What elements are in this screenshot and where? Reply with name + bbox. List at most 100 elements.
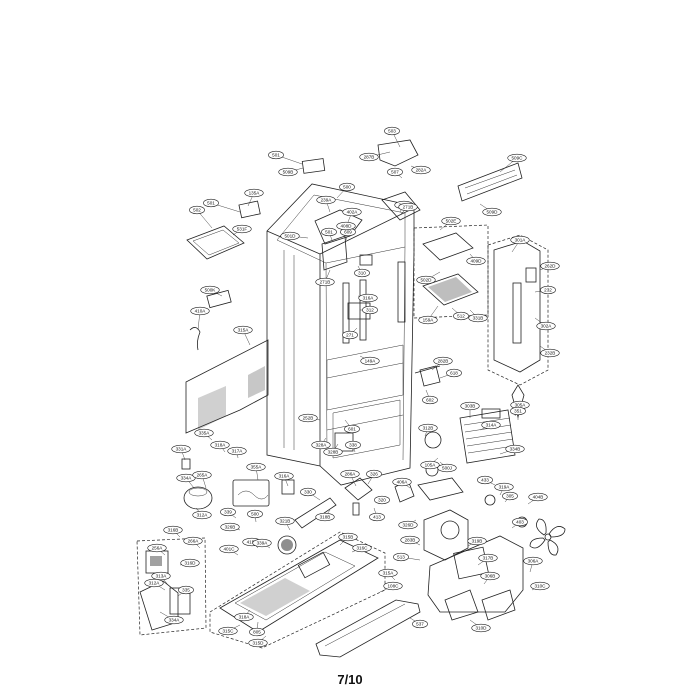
callout-label: 316A — [279, 474, 291, 479]
callout-label: 256A — [152, 546, 164, 551]
callout-label: 315C — [223, 629, 235, 634]
callout-label: 315B — [343, 535, 354, 540]
callout-bubble — [383, 581, 403, 591]
callout-bubble — [246, 462, 266, 472]
callout-331a: 331A — [171, 444, 191, 454]
callout-bubble — [523, 556, 543, 566]
callout-label: 271 — [346, 333, 354, 338]
fan-blade — [529, 518, 566, 556]
callout-bubble — [345, 440, 361, 450]
callout-bubble — [420, 460, 440, 470]
callout-bubble — [540, 261, 560, 271]
callout-283b: 283B — [400, 535, 420, 545]
callout-label: 334A — [181, 476, 193, 481]
callout-bubble — [275, 516, 295, 526]
callout-282a: 282A — [411, 165, 431, 175]
callout-bubble — [510, 235, 530, 245]
callout-805: 805 — [249, 627, 265, 637]
callout-label: 318A — [239, 615, 251, 620]
callout-bubble — [418, 315, 438, 325]
callout-bubble — [422, 395, 438, 405]
callout-305: 305 — [502, 491, 518, 501]
callout-label: 513 — [397, 555, 405, 560]
callout-409d: 409D — [466, 256, 486, 266]
callout-bubble — [507, 153, 527, 163]
callout-315a: 315A — [378, 568, 398, 578]
callout-label: 306B — [485, 574, 496, 579]
callout-500j: 500J — [437, 463, 457, 473]
callout-271b: 271B — [315, 277, 335, 287]
fan-assembly — [423, 509, 566, 621]
callout-287b: 287B — [359, 152, 379, 162]
callout-label: 339 — [224, 510, 232, 515]
callout-label: 302A — [541, 324, 553, 329]
callout-326: 326 — [366, 469, 382, 479]
callout-label: 287B — [364, 155, 375, 160]
callout-label: 618 — [450, 371, 458, 376]
callout-262d: 262D — [540, 261, 560, 271]
callout-302a: 302A — [536, 321, 556, 331]
callout-bubble — [234, 612, 254, 622]
callout-label: 501 — [325, 230, 333, 235]
callout-bubble — [244, 188, 264, 198]
callout-label: 271B — [403, 205, 414, 210]
callout-label: 502 — [193, 208, 201, 213]
callout-label: 319A — [499, 485, 511, 490]
callout-label: 318B — [320, 515, 331, 520]
callout-316a: 316A — [358, 293, 378, 303]
callout-label: 503 — [388, 129, 396, 134]
callout-105a: 105A — [420, 460, 440, 470]
callout-328b: 328B — [323, 447, 343, 457]
callout-509b: 509B — [278, 167, 298, 177]
callout-label: 500J — [442, 466, 452, 471]
callout-bubble — [466, 256, 486, 266]
callout-label: 312B — [423, 426, 434, 431]
callout-282b: 282B — [433, 356, 453, 366]
callout-bubble — [412, 619, 428, 629]
callout-318a: 318A — [210, 440, 230, 450]
callout-label: 310C — [535, 584, 547, 589]
callout-bubble — [210, 440, 230, 450]
callout-317a: 317A — [227, 446, 247, 456]
callout-315b: 315B — [338, 532, 358, 542]
callout-313a: 313A — [151, 571, 171, 581]
callout-401c: 401C — [219, 544, 239, 554]
callout-label: 312A — [197, 513, 209, 518]
callout-bubble — [467, 536, 487, 546]
callout-label: 500 — [343, 185, 351, 190]
callout-bubble — [446, 368, 462, 378]
callout-bubble — [163, 525, 183, 535]
callout-label: 313A — [156, 574, 168, 579]
callout-label: 326 — [370, 472, 378, 477]
callout-402a: 402A — [342, 207, 362, 217]
callout-label: 501 — [272, 153, 280, 158]
callout-label: 286A — [345, 472, 357, 477]
callout-label: 403 — [516, 520, 524, 525]
callout-315c: 315C — [218, 626, 238, 636]
callout-312a: 312A — [144, 578, 164, 588]
callout-bubble — [219, 544, 239, 554]
callout-bubble — [400, 535, 420, 545]
callout-label: 328A — [316, 443, 328, 448]
callout-bubble — [494, 482, 514, 492]
callout-label: 310D — [476, 626, 488, 631]
callout-bubble — [398, 520, 418, 530]
callout-label: 331A — [176, 447, 188, 452]
callout-label: 500 — [251, 512, 259, 517]
callout-bubble — [477, 475, 493, 485]
callout-bubble — [468, 313, 488, 323]
callout-label: 316D — [185, 561, 197, 566]
callout-316c: 316C — [352, 543, 372, 553]
callout-bubble — [433, 356, 453, 366]
callout-label: 602 — [426, 398, 434, 403]
callout-bubble — [366, 469, 382, 479]
callout-bubble — [354, 268, 370, 278]
callout-label: 507 — [391, 170, 399, 175]
callout-502: 502 — [189, 205, 205, 215]
callout-509d: 509D — [482, 207, 502, 217]
callout-label: 282B — [438, 359, 449, 364]
callout-271: 271 — [342, 330, 358, 340]
callout-label: 401C — [224, 547, 236, 552]
callout-label: 316A — [363, 296, 375, 301]
callout-319b: 319B — [467, 536, 487, 546]
